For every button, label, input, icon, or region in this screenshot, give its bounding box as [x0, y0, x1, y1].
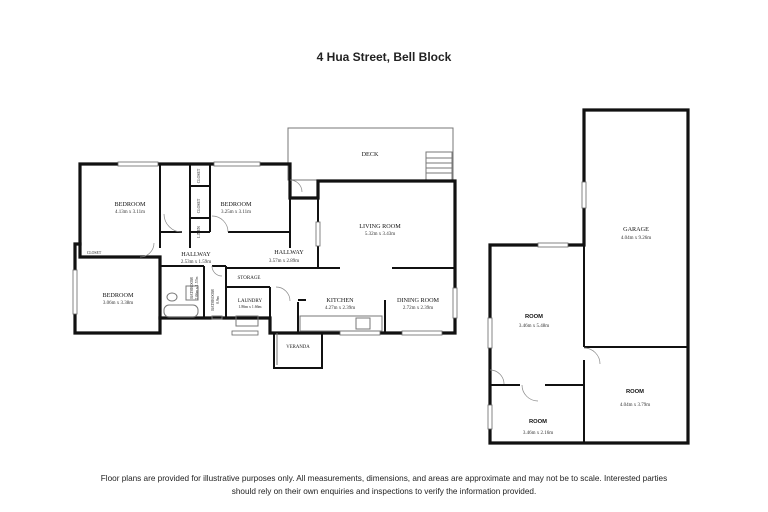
room2-label: ROOM: [626, 389, 644, 395]
living-room-label: LIVING ROOM: [359, 223, 401, 230]
laundry-label: LAUNDRY: [238, 299, 263, 304]
dining-room-label: DINING ROOM: [397, 297, 440, 304]
room1-dimensions: 3.46m x 5.48m: [519, 324, 549, 329]
closet2-label: CLOSET: [197, 198, 201, 213]
bathroom-label: BATHROOM: [190, 277, 194, 299]
house-plan: [72, 127, 458, 369]
garage-dimensions: 4.04m x 9.26m: [621, 236, 651, 241]
room2-dimensions: 4.04m x 3.79m: [620, 403, 650, 408]
hallway1-label: HALLWAY: [181, 251, 211, 258]
hallway2-dimensions: 3.57m x 2.89m: [269, 259, 299, 264]
toilet-label: BATHROOM: [211, 289, 215, 311]
bedroom1-label: BEDROOM: [115, 201, 146, 208]
kitchen-label: KITCHEN: [326, 297, 354, 304]
bathroom-dimensions: 2.06m x 1.57m: [195, 276, 199, 299]
bedroom3-dimensions: 3.06m x 3.38m: [103, 301, 133, 306]
living-room-dimensions: 5.32m x 3.43m: [365, 232, 395, 237]
kitchen-dimensions: 4.27m x 2.39m: [325, 306, 355, 311]
hallway2-label: HALLWAY: [274, 249, 304, 256]
room3-label: ROOM: [529, 419, 547, 425]
garage-exterior-wall: [488, 108, 690, 445]
plan-title: 4 Hua Street, Bell Block: [316, 50, 452, 64]
garage-label: GARAGE: [623, 226, 649, 233]
deck-label: DECK: [362, 151, 379, 158]
disclaimer-text: Floor plans are provided for illustrativ…: [100, 474, 668, 496]
storage-label: STORAGE: [238, 276, 261, 281]
garage-building: [487, 108, 690, 445]
bedroom1-dimensions: 4.13m x 3.11m: [115, 210, 145, 215]
dining-room-dimensions: 2.72m x 2.39m: [403, 306, 433, 311]
veranda-label: VERANDA: [286, 345, 310, 350]
hallway1-dimensions: 2.53m x 1.59m: [181, 260, 211, 265]
bedroom2-label: BEDROOM: [221, 201, 252, 208]
bedroom3-exterior-wall: [73, 242, 162, 335]
toilet-dimensions: 0.9m: [216, 296, 220, 304]
room1-label: ROOM: [525, 314, 543, 320]
bedroom3-label: BEDROOM: [103, 292, 134, 299]
bedroom2-dimensions: 3.25m x 3.11m: [221, 210, 251, 215]
laundry-dimensions: 1.86m x 1.66m: [239, 305, 262, 309]
room3-dimensions: 3.46m x 2.16m: [523, 431, 553, 436]
closet3-label: CLOSET: [87, 251, 102, 255]
house-exterior-wall: [78, 162, 457, 335]
deck-stairs: [425, 151, 453, 181]
veranda-outline: [273, 333, 323, 369]
linen-label: LINEN: [197, 226, 201, 238]
closet1-label: CLOSET: [197, 168, 201, 183]
